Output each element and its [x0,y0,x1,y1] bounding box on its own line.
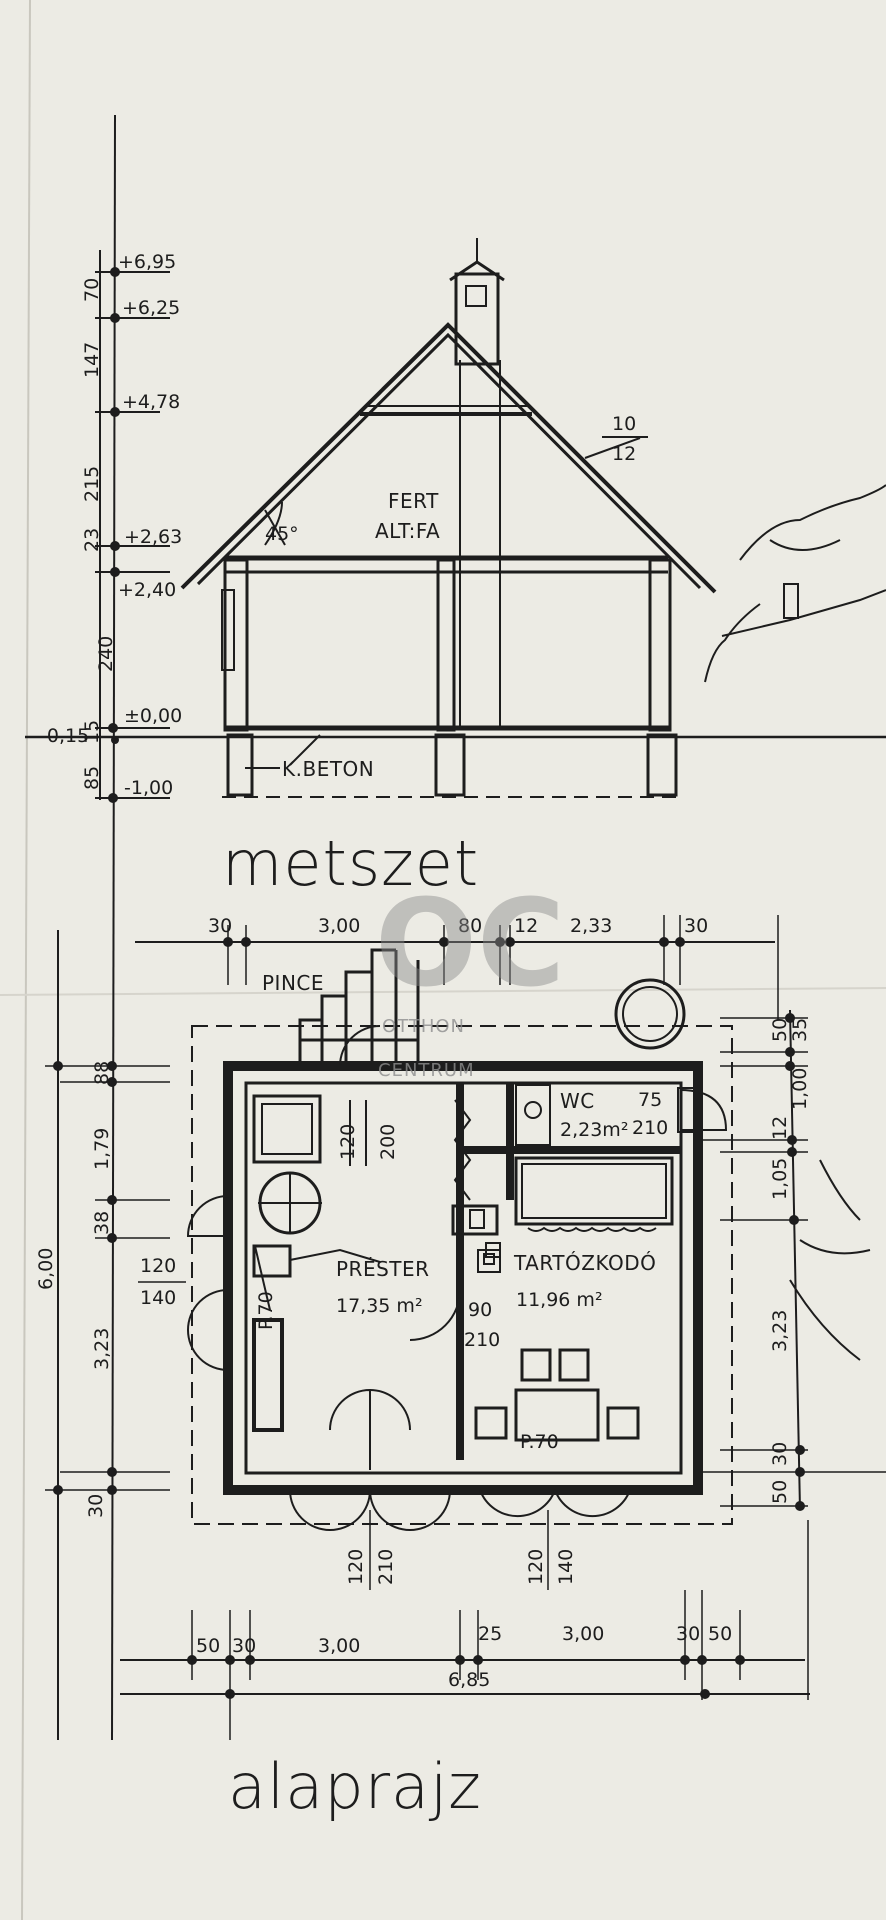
bottom-window-height-top: 120 [525,1549,547,1585]
left-dim-179: 1,79 [91,1128,113,1170]
left-dim-30: 30 [85,1494,107,1518]
top-dim-30-left: 30 [208,915,232,937]
top-dim-30-right: 30 [684,915,708,937]
room-area-wc: 2,23m² [560,1119,628,1141]
level-mark-478: +4,78 [122,391,180,413]
right-dim-30: 30 [769,1442,791,1466]
bottom-door-height-bottom: 210 [375,1549,397,1585]
vdim-215: 215 [81,466,103,502]
vdim-147: 147 [81,342,103,378]
inner-door-height: 210 [464,1329,500,1351]
slope-ratio-bottom: 12 [612,443,636,465]
vdim-240: 240 [95,636,117,672]
floor-plan-drawing: 30 3,00 80 12 2,33 30 [35,915,886,1823]
right-dim-50: 50 [769,1018,791,1042]
foundation-label: K.BETON [282,757,374,781]
top-dim-80: 80 [458,915,482,937]
room-label-wc: WC [560,1089,595,1113]
inner-height-120: 120 [337,1124,359,1160]
bottom-window-height-bottom: 140 [555,1549,577,1585]
bottom-dim-50-right: 50 [708,1623,732,1645]
room-label-press: PRÉSTER [336,1257,430,1281]
vdim-70: 70 [81,278,103,302]
ceiling-label-fert: FERT [388,489,439,513]
watermark-logo: OC [375,875,565,1014]
paper-fold-line [21,0,31,1920]
right-dim-12: 12 [769,1116,791,1140]
bottom-dim-25: 25 [478,1623,502,1645]
bottom-dim-30-left: 30 [232,1635,256,1657]
watermark-line1: OTTHON [382,1016,465,1037]
right-dim-50-bottom: 50 [769,1480,791,1504]
bottom-dim-50-left: 50 [196,1635,220,1657]
bottom-dim-30-right: 30 [676,1623,700,1645]
level-mark-695: +6,95 [118,251,176,273]
left-dim-600: 6,00 [35,1248,57,1290]
top-dim-12: 12 [514,915,538,937]
room-label-cellar: PINCE [262,971,324,995]
left-window-width: 120 [140,1255,176,1277]
right-dim-100: 1,00 [789,1068,811,1110]
level-mark-263: +2,63 [124,526,182,548]
room-area-press: 17,35 m² [336,1295,423,1317]
level-mark-minus015: -0,15 [40,725,89,747]
level-mark-240: +2,40 [118,579,176,601]
plan-title: alaprajz [228,1750,482,1823]
left-dim-38: 38 [91,1211,113,1235]
left-dim-88: 88 [91,1061,113,1085]
top-dim-300: 3,00 [318,915,360,937]
slope-ratio-top: 10 [612,413,636,435]
top-dim-233: 2,33 [570,915,612,937]
bottom-dim-300-left: 3,00 [318,1635,360,1657]
room-area-living: 11,96 m² [516,1289,603,1311]
roof-pitch-label: 45° [265,523,299,545]
ceiling-label-altfa: ALT:FA [375,519,440,543]
pillar-label-left: P.70 [255,1291,277,1330]
paper-fold-line-horizontal [0,987,886,996]
level-mark-625: +6,25 [122,297,180,319]
right-dim-323: 3,23 [769,1310,791,1352]
total-width-dim: 6,85 [448,1669,490,1691]
vdim-15: 15 [81,720,103,744]
inner-height-200: 200 [377,1124,399,1160]
wc-door-width: 75 [638,1089,662,1111]
vdim-85: 85 [81,766,103,790]
pillar-label-bottom: P.70 [520,1431,559,1453]
right-dim-35: 35 [789,1018,811,1042]
level-mark-minus100: -1,00 [124,777,173,799]
left-window-height: 140 [140,1287,176,1309]
watermark-line2: CENTRUM [378,1060,475,1081]
inner-door-width: 90 [468,1299,492,1321]
bottom-dim-300-right: 3,00 [562,1623,604,1645]
wc-door-height: 210 [632,1117,668,1139]
left-dim-323: 3,23 [91,1328,113,1370]
section-title: metszet [222,827,479,900]
level-mark-000: ±0,00 [124,705,182,727]
right-dim-105: 1,05 [769,1158,791,1200]
vdim-23: 23 [81,528,103,552]
bottom-door-height-top: 120 [345,1549,367,1585]
watermark: OC OTTHON CENTRUM [375,875,565,1081]
section-drawing: +6,95 +6,25 +4,78 +2,63 +2,40 ±0,00 -1,0… [25,114,886,1741]
room-label-living: TARTÓZKODÓ [513,1251,656,1275]
